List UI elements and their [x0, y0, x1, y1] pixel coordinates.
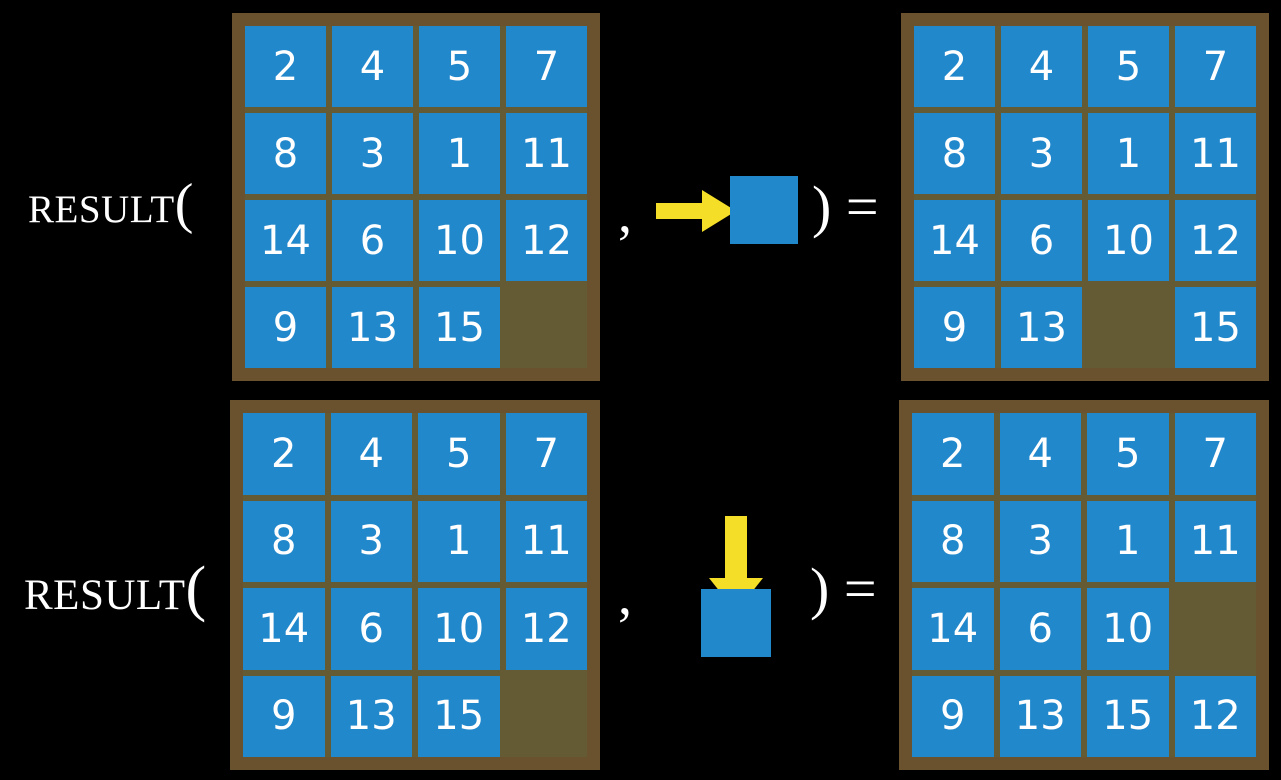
- empty-slot: [1175, 588, 1257, 670]
- empty-slot: [1088, 287, 1169, 368]
- puzzle-tile[interactable]: 11: [1175, 113, 1256, 194]
- puzzle-tile[interactable]: 10: [419, 200, 500, 281]
- empty-slot: [506, 287, 587, 368]
- puzzle-tile[interactable]: 12: [505, 588, 587, 670]
- puzzle-tile[interactable]: 5: [1088, 26, 1169, 107]
- puzzle-tile[interactable]: 2: [914, 26, 995, 107]
- puzzle-tile[interactable]: 7: [1174, 413, 1256, 495]
- puzzle-tile[interactable]: 9: [914, 287, 995, 368]
- puzzle-tile[interactable]: 1: [418, 500, 500, 582]
- puzzle-tile[interactable]: 13: [330, 675, 412, 757]
- puzzle-tile[interactable]: 12: [506, 200, 587, 281]
- puzzle-tile[interactable]: 10: [418, 588, 500, 670]
- puzzle-tile[interactable]: 5: [1087, 413, 1169, 495]
- puzzle-tile[interactable]: 14: [245, 200, 326, 281]
- puzzle-tile[interactable]: 15: [1175, 287, 1256, 368]
- puzzle-tile[interactable]: 11: [505, 500, 587, 582]
- puzzle-tile[interactable]: 5: [418, 413, 500, 495]
- puzzle-tile[interactable]: 5: [419, 26, 500, 107]
- arrow-right-icon: [656, 190, 736, 232]
- puzzle-tile[interactable]: 6: [1001, 200, 1082, 281]
- comma-separator-row2: ,: [618, 565, 632, 627]
- puzzle-tile[interactable]: 7: [506, 26, 587, 107]
- puzzle-tile[interactable]: 9: [245, 287, 326, 368]
- puzzle-tile[interactable]: 3: [330, 500, 412, 582]
- puzzle-tile[interactable]: 14: [912, 588, 994, 670]
- puzzle-tile[interactable]: 11: [1174, 500, 1256, 582]
- result-label-row2: Result(: [24, 555, 207, 623]
- puzzle-tile[interactable]: 10: [1088, 200, 1169, 281]
- puzzle-tile[interactable]: 14: [914, 200, 995, 281]
- puzzle-tile[interactable]: 4: [999, 413, 1081, 495]
- empty-slot: [506, 676, 588, 758]
- puzzle-tile[interactable]: 9: [912, 675, 994, 757]
- puzzle-tile[interactable]: 1: [1088, 113, 1169, 194]
- puzzle-tile[interactable]: 4: [1001, 26, 1082, 107]
- puzzle-tile[interactable]: 7: [505, 413, 587, 495]
- result-label-row1: Result(: [28, 173, 194, 235]
- puzzle-tile[interactable]: 8: [914, 113, 995, 194]
- puzzle-tile[interactable]: 15: [418, 675, 500, 757]
- puzzle-tile[interactable]: 15: [419, 287, 500, 368]
- action-tile-row2: [701, 589, 771, 657]
- puzzle-tile[interactable]: 2: [912, 413, 994, 495]
- puzzle-tile[interactable]: 3: [1001, 113, 1082, 194]
- puzzle-tile[interactable]: 1: [1087, 500, 1169, 582]
- puzzle-tile[interactable]: 10: [1087, 588, 1169, 670]
- puzzle-tile[interactable]: 3: [332, 113, 413, 194]
- puzzle-tile[interactable]: 12: [1175, 200, 1256, 281]
- puzzle-tile[interactable]: 13: [999, 675, 1081, 757]
- puzzle-tile[interactable]: 6: [330, 588, 412, 670]
- puzzle-tile[interactable]: 4: [330, 413, 412, 495]
- puzzle-tile[interactable]: 2: [243, 413, 325, 495]
- puzzle-tile[interactable]: 13: [332, 287, 413, 368]
- puzzle-tile[interactable]: 15: [1087, 675, 1169, 757]
- puzzle-tile[interactable]: 9: [243, 675, 325, 757]
- puzzle-tile[interactable]: 7: [1175, 26, 1256, 107]
- puzzle-tile[interactable]: 1: [419, 113, 500, 194]
- puzzle-tile[interactable]: 6: [999, 588, 1081, 670]
- puzzle-tile[interactable]: 14: [243, 588, 325, 670]
- action-tile-row1: [730, 176, 798, 244]
- close-paren-equals-row1: ) =: [812, 174, 879, 239]
- puzzle-tile[interactable]: 8: [243, 500, 325, 582]
- close-paren-equals-row2: ) =: [810, 556, 877, 621]
- arrow-down-icon: [709, 516, 763, 612]
- puzzle-tile[interactable]: 4: [332, 26, 413, 107]
- puzzle-tile[interactable]: 12: [1174, 675, 1256, 757]
- puzzle-tile[interactable]: 8: [245, 113, 326, 194]
- puzzle-tile[interactable]: 3: [999, 500, 1081, 582]
- comma-separator-row1: ,: [618, 183, 632, 245]
- puzzle-tile[interactable]: 2: [245, 26, 326, 107]
- puzzle-tile[interactable]: 6: [332, 200, 413, 281]
- puzzle-tile[interactable]: 8: [912, 500, 994, 582]
- puzzle-tile[interactable]: 11: [506, 113, 587, 194]
- puzzle-tile[interactable]: 13: [1001, 287, 1082, 368]
